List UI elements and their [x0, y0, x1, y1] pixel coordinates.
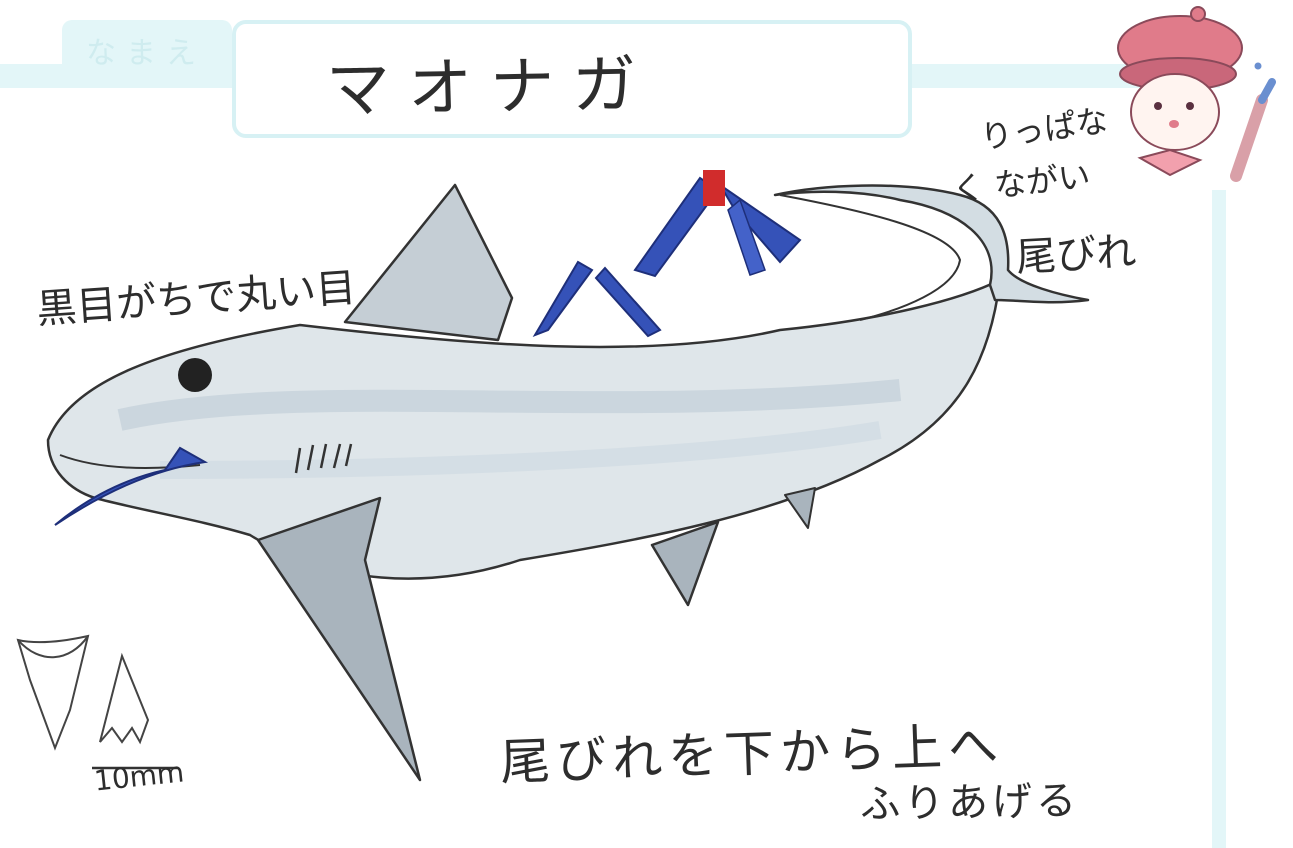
- name-label: なまえ: [86, 36, 206, 71]
- tooth-front-view: [99, 652, 150, 745]
- fish-1: [532, 260, 594, 337]
- dorsal-fin: [343, 183, 514, 342]
- pectoral-fin: [256, 496, 422, 782]
- name-label-tag: [62, 20, 232, 76]
- fish-5: [727, 198, 766, 276]
- shark-eye: [178, 358, 212, 392]
- red-mark: [703, 170, 725, 206]
- gill-slits: [294, 443, 353, 474]
- tail-fin: [773, 184, 1090, 304]
- painter-girl-mascot-icon: [1117, 6, 1276, 182]
- right-margin-band: [1212, 190, 1226, 848]
- page-title: マオナガ: [325, 48, 655, 128]
- shark-body: [46, 277, 1002, 580]
- fish-2: [594, 266, 662, 338]
- tail-note-line-3: 尾びれ: [1015, 228, 1138, 282]
- fish-in-mouth: [54, 446, 209, 526]
- tooth-side-view: [16, 634, 90, 751]
- pelvic-fin: [650, 520, 720, 607]
- anal-fin: [784, 487, 816, 529]
- name-box: [232, 20, 912, 138]
- tail-motion-line-2: ふりあげる: [859, 778, 1081, 828]
